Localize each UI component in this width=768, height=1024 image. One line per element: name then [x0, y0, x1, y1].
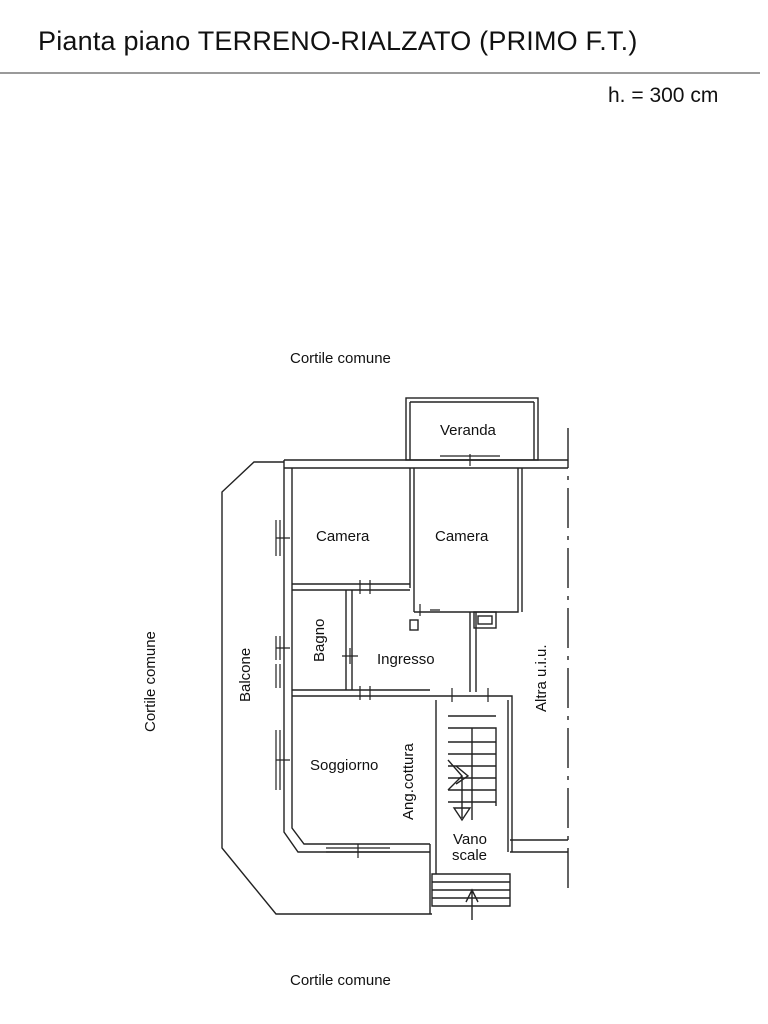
camera1-bottom-wall [292, 583, 410, 591]
label-cortile-bottom: Cortile comune [290, 972, 391, 989]
label-balcone: Balcone [237, 648, 254, 702]
label-camera-2: Camera [435, 528, 489, 545]
label-cortile-left: Cortile comune [142, 631, 159, 732]
label-veranda: Veranda [440, 422, 497, 439]
ceiling-height-note: h. = 300 cm [608, 84, 719, 107]
stair-treads [448, 715, 497, 820]
ingresso-bottom-wall [292, 689, 430, 697]
ingresso-right-wall [469, 612, 477, 692]
entrance-arrow [465, 888, 479, 920]
title-divider [0, 72, 760, 74]
plan-title: Pianta piano TERRENO-RIALZATO (PRIMO F.T… [38, 26, 638, 56]
label-camera-1: Camera [316, 528, 370, 545]
label-ingresso: Ingresso [377, 651, 435, 668]
label-altra-uiu: Altra u.i.u. [533, 644, 550, 712]
openings [275, 454, 500, 858]
label-scale: scale [452, 847, 487, 864]
label-cortile-top: Cortile comune [290, 350, 391, 367]
label-bagno: Bagno [311, 619, 328, 662]
camera-partition [409, 468, 415, 612]
stair-well [430, 695, 513, 874]
label-ang-cottura: Ang.cottura [400, 743, 417, 820]
camera2-right-wall [414, 468, 523, 613]
label-soggiorno: Soggiorno [310, 757, 378, 774]
label-vano: Vano [453, 831, 487, 848]
bagno-walls [345, 590, 353, 690]
stair-lower [431, 873, 511, 907]
balcony-outline [221, 461, 432, 915]
